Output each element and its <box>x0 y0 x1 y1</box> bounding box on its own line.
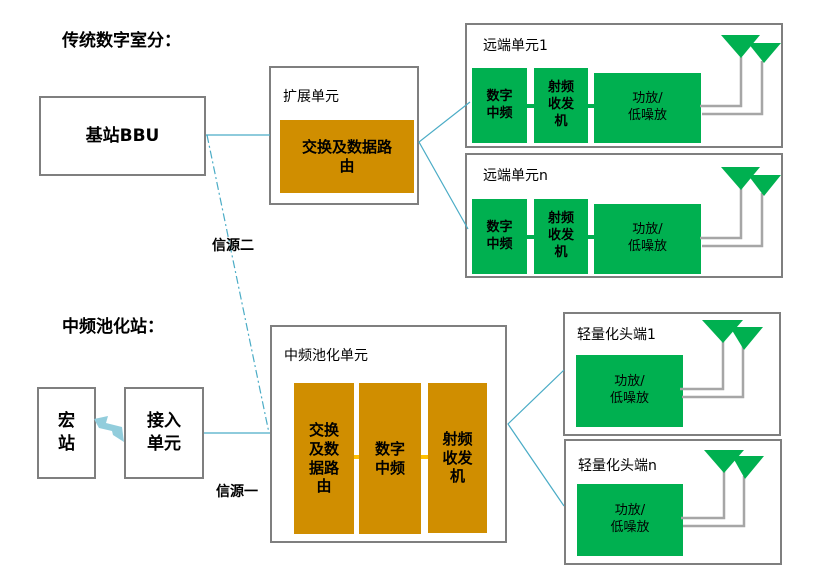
rf-transceiver-module: 射频 收发 机 <box>428 383 487 533</box>
if-pooling-unit-title: 中频池化单元 <box>284 348 368 364</box>
module-link <box>421 455 428 459</box>
expansion-remote-links <box>418 101 471 230</box>
remote-unit-1: 远端单元1 数字 中频 射频 收发 机 功放/ 低噪放 <box>465 23 783 148</box>
digital-if-module: 数字 中频 <box>359 383 421 534</box>
pa-lna-module: 功放/ 低噪放 <box>594 73 701 143</box>
light-head-n: 轻量化头端n 功放/ 低噪放 <box>564 439 782 565</box>
module-link <box>527 235 534 239</box>
expansion-unit: 扩展单元 交换及数据路 由 <box>269 66 419 205</box>
module-link <box>588 235 594 239</box>
bbu-label: 基站BBU <box>85 125 160 146</box>
module-link <box>354 455 359 459</box>
module-link <box>527 104 534 108</box>
access-unit-box: 接入 单元 <box>124 387 204 479</box>
rf-transceiver-module: 射频 收发 机 <box>534 199 588 274</box>
source-two-link <box>206 134 270 434</box>
light-head-1-title: 轻量化头端1 <box>577 327 656 343</box>
module-link <box>588 104 594 108</box>
if-pooling-title: 中频池化站： <box>62 317 164 337</box>
remote-unit-1-title: 远端单元1 <box>483 38 548 54</box>
expansion-unit-title: 扩展单元 <box>283 89 339 105</box>
pa-lna-module: 功放/ 低噪放 <box>577 484 683 556</box>
remote-unit-n: 远端单元n 数字 中频 射频 收发 机 功放/ 低噪放 <box>465 153 783 278</box>
rf-transceiver-module: 射频 收发 机 <box>534 68 588 143</box>
source-two-label: 信源二 <box>212 238 254 254</box>
macro-station-box: 宏 站 <box>37 387 96 479</box>
remote-unit-n-title: 远端单元n <box>483 168 548 184</box>
digital-if-module: 数字 中频 <box>472 199 527 274</box>
wireless-bolt-icon <box>94 416 124 442</box>
traditional-das-title: 传统数字室分： <box>62 31 181 51</box>
bbu-box: 基站BBU <box>39 96 206 176</box>
pa-lna-module: 功放/ 低噪放 <box>594 204 701 274</box>
light-head-1: 轻量化头端1 功放/ 低噪放 <box>563 312 781 436</box>
if-pooling-unit: 中频池化单元 交换 及数 据路 由 数字 中频 射频 收发 机 <box>270 325 507 543</box>
pa-lna-module: 功放/ 低噪放 <box>576 355 683 427</box>
source-one-label: 信源一 <box>216 484 258 500</box>
pooling-head-links <box>507 369 565 507</box>
light-head-n-title: 轻量化头端n <box>578 458 657 474</box>
switch-routing-module: 交换 及数 据路 由 <box>294 383 354 534</box>
digital-if-module: 数字 中频 <box>472 68 527 143</box>
switch-routing-module: 交换及数据路 由 <box>280 120 414 193</box>
